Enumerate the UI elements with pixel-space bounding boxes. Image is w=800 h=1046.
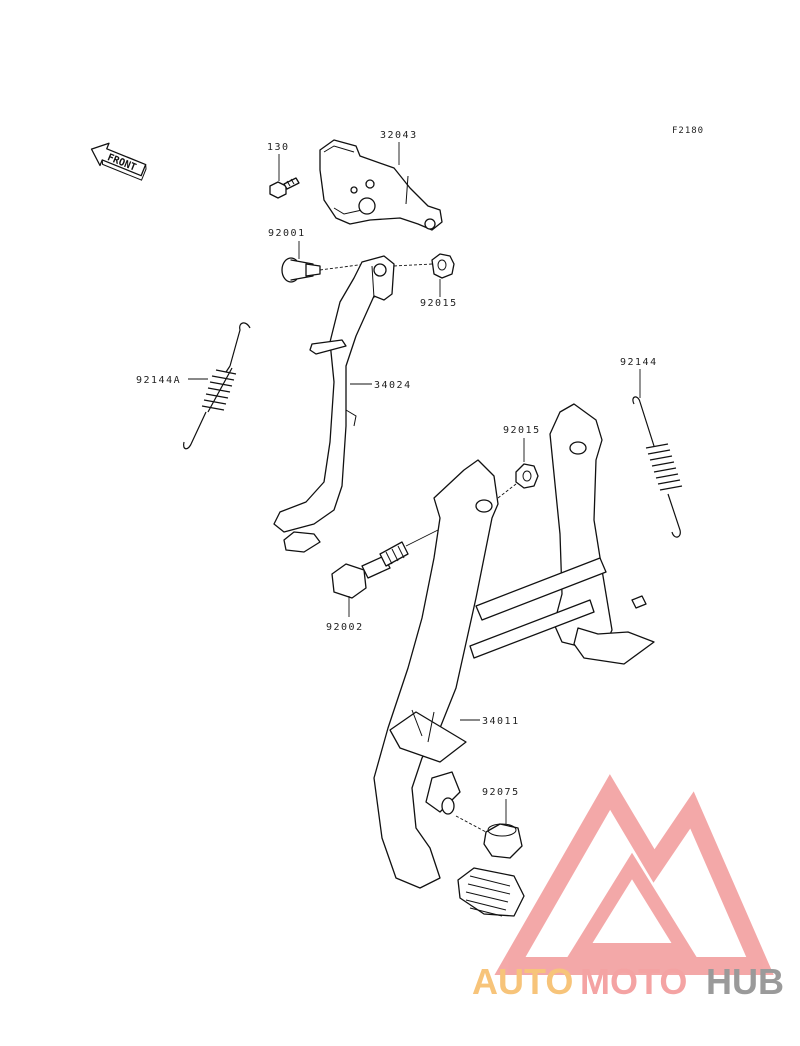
part-label-92001: 92001 (268, 228, 306, 239)
part-label-92144: 92144 (620, 357, 658, 368)
part-label-92015-lower: 92015 (503, 425, 541, 436)
automotohub-wordmark: AUTO MOTO HUB (472, 961, 784, 1002)
pin-92001 (281, 241, 367, 283)
rubber-92075 (455, 799, 523, 859)
watermark-moto: MOTO (580, 961, 687, 1002)
spring-92144 (632, 369, 683, 538)
bracket-32043 (319, 139, 443, 231)
nut-92015-upper (393, 253, 455, 297)
part-label-130: 130 (267, 142, 290, 153)
part-label-92144A: 92144A (136, 375, 181, 386)
watermark-hub: HUB (706, 961, 784, 1002)
nut-92015-lower (497, 438, 539, 499)
side-stand-34024 (273, 255, 395, 553)
part-label-32043: 32043 (380, 130, 418, 141)
part-label-92002: 92002 (326, 622, 364, 633)
spring-92144A (183, 322, 251, 450)
figure-code: F2180 (672, 126, 704, 136)
part-label-92015-upper: 92015 (420, 298, 458, 309)
watermark-auto: AUTO (472, 961, 573, 1002)
part-label-34011: 34011 (482, 716, 520, 727)
main-stand-34011 (373, 403, 655, 917)
automotohub-logo-icon (494, 774, 774, 975)
part-label-34024: 34024 (374, 380, 412, 391)
front-arrow-icon: FRONT (90, 142, 147, 181)
part-label-92075: 92075 (482, 787, 520, 798)
bolt-130 (269, 154, 300, 199)
